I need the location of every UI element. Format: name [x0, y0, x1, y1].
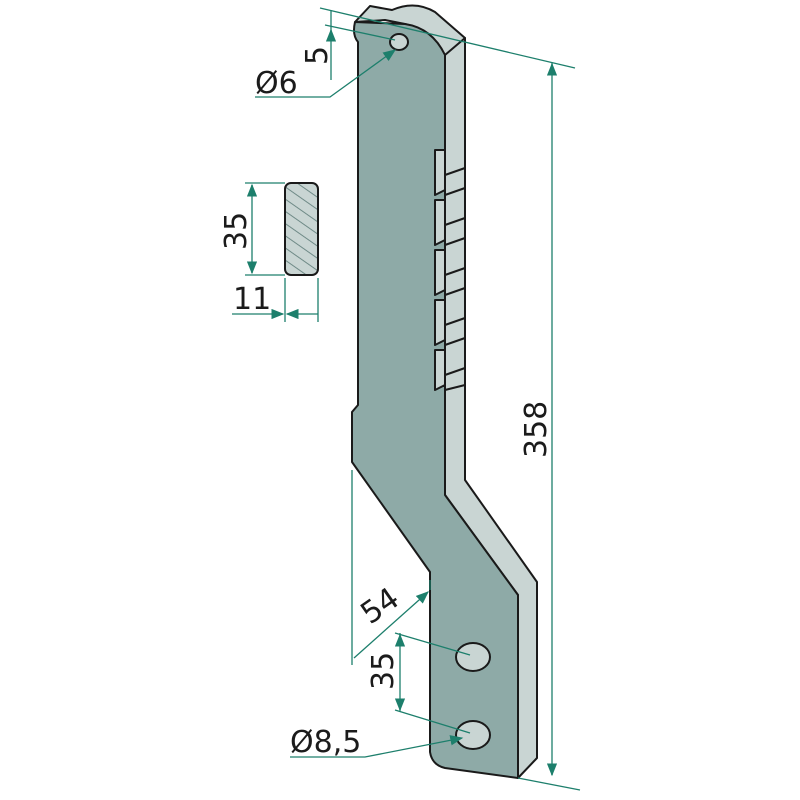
cross-section — [284, 182, 319, 276]
dim-hole-spacing: 35 — [366, 652, 401, 690]
notches — [434, 149, 466, 391]
upper-bottom-hole — [455, 642, 491, 672]
top-hole — [389, 33, 409, 51]
dim-section-height: 35 — [219, 212, 254, 250]
dim-bottom-hole-diameter: Ø8,5 — [290, 725, 361, 760]
dim-section-width: 11 — [233, 282, 271, 317]
dim-total-length: 358 — [519, 401, 554, 458]
front-face — [351, 21, 519, 779]
dim-top-hole-offset: 5 — [300, 46, 335, 65]
dim-offset: 54 — [355, 581, 406, 632]
dim-top-hole-diameter: Ø6 — [255, 66, 298, 101]
lower-bottom-hole — [455, 720, 491, 750]
dimension-lines — [232, 7, 581, 791]
